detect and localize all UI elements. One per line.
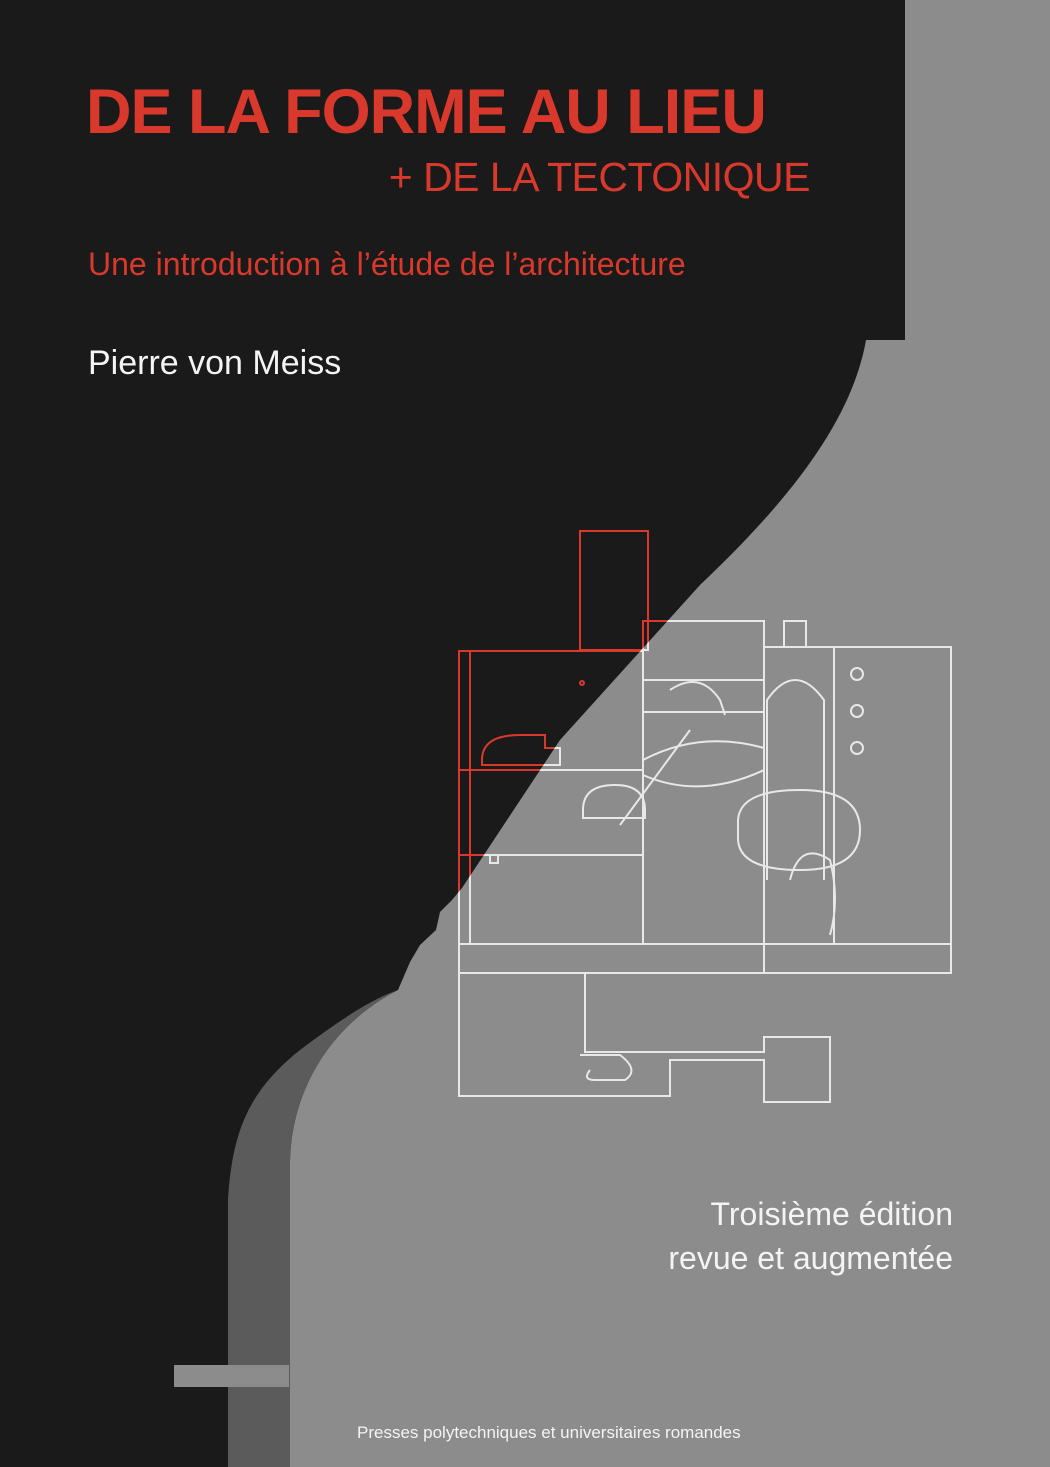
edition-line-1: Troisième édition [710,1196,953,1232]
publisher-name: Presses polytechniques et universitaires… [357,1423,741,1442]
grey-bar [174,1365,289,1387]
edition-line-2: revue et augmentée [668,1240,953,1276]
book-subtitle: Une introduction à l’étude de l’architec… [88,246,686,282]
book-title: DE LA FORME AU LIEU [86,77,767,147]
book-title-addition: + DE LA TECTONIQUE [388,154,811,200]
dark-grey-strip [228,990,398,1467]
author-name: Pierre von Meiss [88,344,342,382]
edition-note: Troisième édition revue et augmentée [668,1192,953,1280]
